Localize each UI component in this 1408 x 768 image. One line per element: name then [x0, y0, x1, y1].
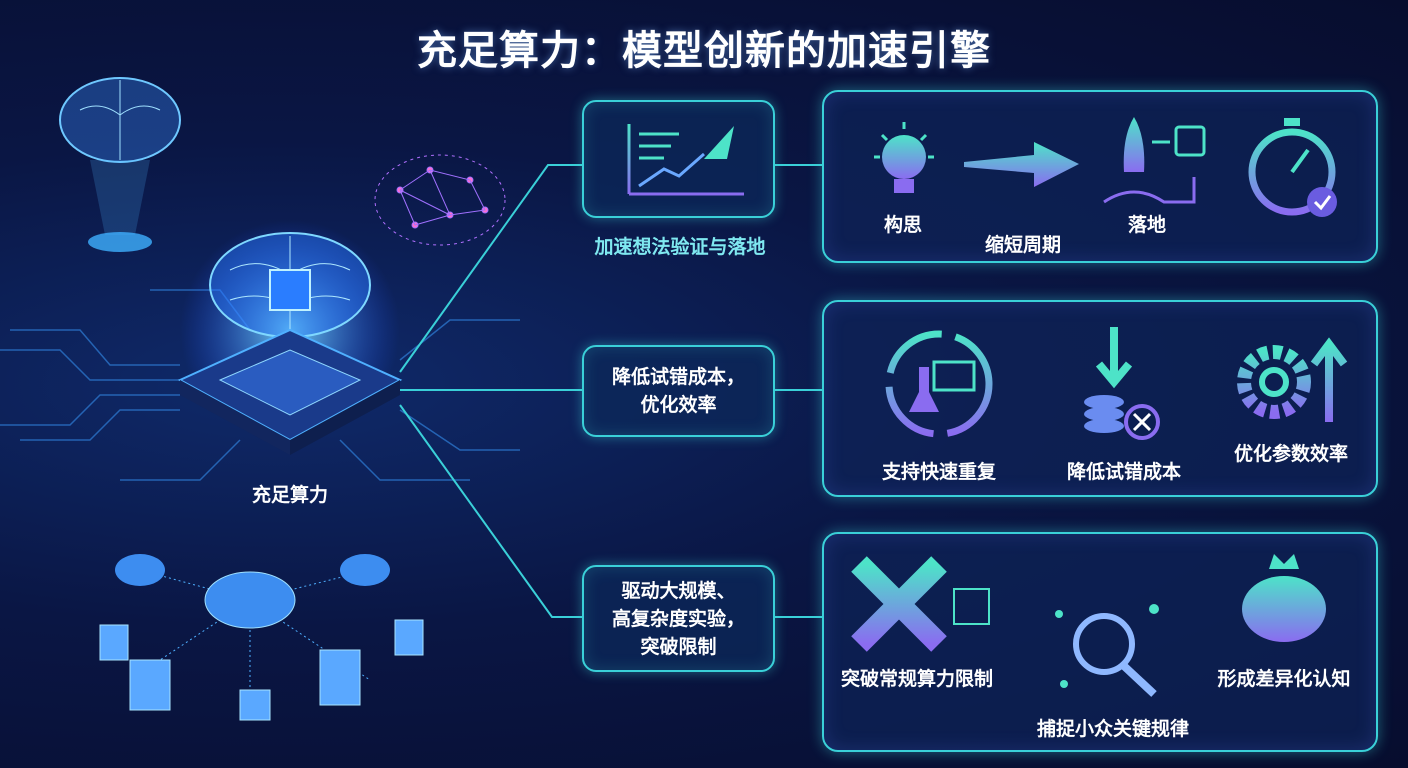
step-shorten-cycle: 缩短周期 — [984, 234, 1062, 256]
page-title: 充足算力：模型创新的加速引擎 — [417, 28, 991, 74]
magnifier-pattern-icon — [1055, 604, 1159, 697]
arrow-icon — [964, 142, 1079, 187]
row-1-detail-card: 构思 缩短周期 落地 — [822, 90, 1378, 263]
core-compute-label: 充足算力 — [251, 484, 329, 506]
row-2-label-line-1: 降低试错成本， — [611, 366, 745, 388]
row-3-label-card: 驱动大规模、 高复杂度实验， 突破限制 — [582, 565, 775, 672]
brain-hologram-icon — [59, 77, 181, 252]
row-2-label-line-2: 优化效率 — [640, 394, 717, 416]
row-3-detail-card: 突破常规算力限制 捕捉小众关键规律 形成差异化认知 — [822, 532, 1378, 752]
stopwatch-check-icon — [1248, 118, 1337, 217]
outcome-niche-patterns: 捕捉小众关键规律 — [1036, 718, 1190, 740]
connector-lines — [399, 164, 822, 618]
row-2-detail-card: 支持快速重复 降低试错成本 优化参数效率 — [822, 300, 1378, 497]
iteration-cycle-icon — [885, 330, 993, 438]
idea-validation-card — [582, 100, 775, 218]
step-ideation: 构思 — [883, 214, 923, 236]
row-2-label-card: 降低试错成本， 优化效率 — [582, 345, 775, 437]
benefit-lower-cost: 降低试错成本 — [1066, 461, 1182, 483]
row-3-label-line-3: 突破限制 — [640, 635, 717, 658]
breakthrough-x-icon — [851, 556, 990, 652]
cost-reduction-icon — [1084, 327, 1160, 440]
row-1-label: 加速想法验证与落地 — [594, 236, 766, 258]
rocket-launch-icon — [1103, 117, 1206, 204]
outcome-differentiated-insight: 形成差异化认知 — [1217, 668, 1351, 690]
benefit-fast-iteration: 支持快速重复 — [881, 461, 997, 483]
lightbulb-icon — [874, 122, 934, 193]
growth-rocket-icon — [627, 124, 744, 196]
outcome-break-limits: 突破常规算力限制 — [840, 668, 994, 690]
gear-up-icon — [1237, 337, 1348, 422]
row-3-label-line-2: 高复杂度实验， — [611, 607, 745, 630]
crowned-brain-icon — [1242, 554, 1326, 642]
cloud-server-network-icon — [99, 554, 424, 721]
row-3-label-line-1: 驱动大规模、 — [621, 579, 736, 602]
processor-chip-icon — [177, 220, 403, 455]
step-landing: 落地 — [1127, 214, 1167, 236]
benefit-optimize-params: 优化参数效率 — [1233, 443, 1349, 465]
neural-network-icon — [374, 154, 506, 246]
